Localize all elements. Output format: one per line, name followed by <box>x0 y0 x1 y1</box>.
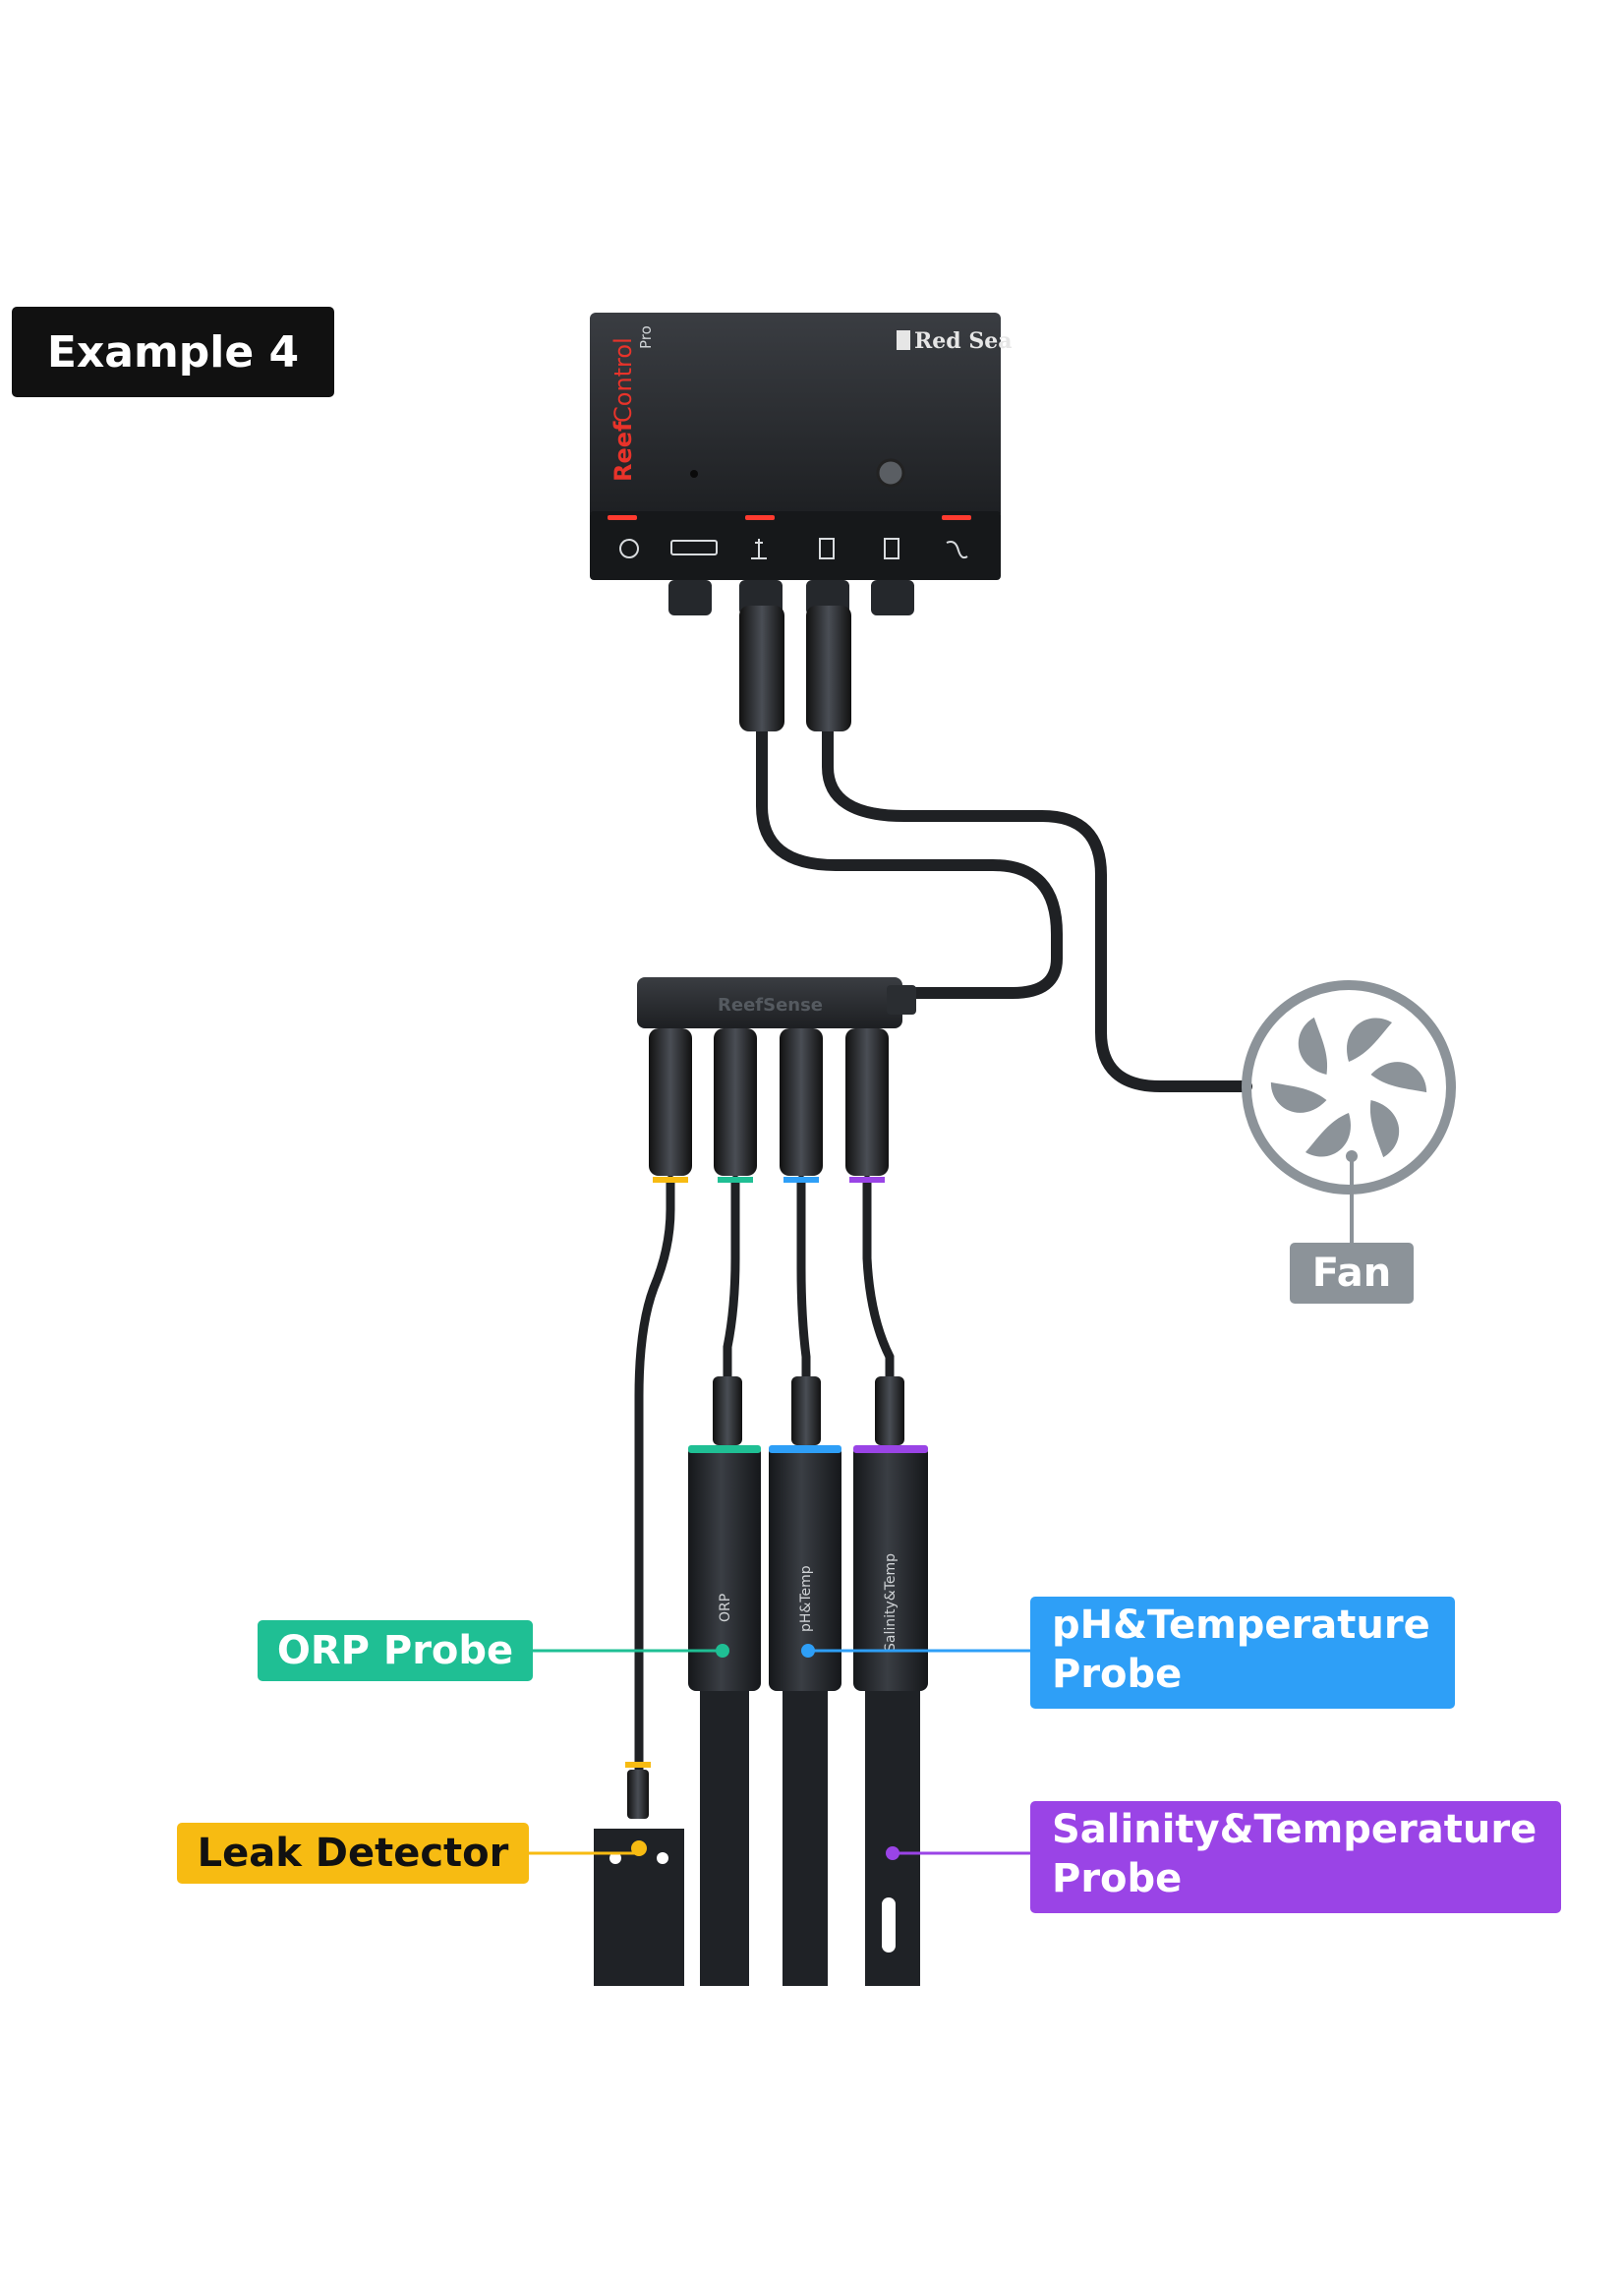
12v-port-2-icon <box>884 538 899 559</box>
reefcontrol-pro-controller: Reef Control Pro Red Sea <box>590 313 1012 731</box>
indicator-leds <box>608 515 971 520</box>
controller-brand-2: Control <box>609 337 637 423</box>
ph-temperature-probe-label: pH&Temperature Probe <box>1030 1597 1455 1709</box>
controller-maker: Red Sea <box>914 328 1012 354</box>
example-badge: Example 4 <box>12 307 334 397</box>
orp-probe-label: ORP Probe <box>258 1620 533 1681</box>
ph-label-line2: Probe <box>1052 1652 1183 1697</box>
cable-sal <box>862 1175 895 1381</box>
ph-probe-text: pH&Temp <box>798 1565 814 1632</box>
button-icon <box>876 458 905 488</box>
cables <box>634 722 1252 1775</box>
probes: ORP pH&Temp Salinity&Temp <box>594 1376 928 1986</box>
ph-label-line1: pH&Temperature <box>1052 1603 1430 1648</box>
controller-plugs <box>739 606 851 731</box>
red-sea-logo-icon <box>897 330 910 350</box>
salinity-label-line2: Probe <box>1052 1856 1183 1901</box>
hub-brand: ReefSense <box>718 995 823 1016</box>
cable-ph <box>796 1175 811 1381</box>
cable-controller-fan <box>822 722 1252 1092</box>
controller-sockets <box>668 580 914 615</box>
temperature-icon <box>619 539 639 558</box>
cable-orp <box>723 1175 740 1381</box>
hub-plugs <box>649 1028 889 1176</box>
orp-probe-text: ORP <box>718 1594 733 1622</box>
controller-brand: Reef <box>609 421 637 482</box>
port-icons <box>619 538 968 559</box>
orp-probe: ORP <box>688 1376 761 1986</box>
fan-label: Fan <box>1290 1243 1414 1304</box>
controller-model: Pro <box>637 325 655 349</box>
leak-detector-label: Leak Detector <box>177 1823 529 1884</box>
reefsense-hub: ReefSense <box>637 977 916 1183</box>
cable-controller-hub <box>756 722 1063 999</box>
dosing-icon <box>751 539 767 559</box>
salinity-temperature-probe-label: Salinity&Temperature Probe <box>1030 1801 1561 1913</box>
leader-lines <box>529 1644 1030 1860</box>
ph-probe: pH&Temp <box>769 1376 841 1986</box>
hub-port-icon <box>670 540 718 555</box>
power-icon <box>946 541 968 559</box>
fan-icon <box>1242 980 1456 1243</box>
salinity-probe: Salinity&Temp <box>853 1376 928 1986</box>
cable-leak <box>634 1175 675 1775</box>
12v-port-1-icon <box>819 538 835 559</box>
leak-detector-device <box>594 1762 684 1986</box>
status-led-icon <box>690 470 698 478</box>
salinity-label-line1: Salinity&Temperature <box>1052 1807 1537 1852</box>
salinity-probe-text: Salinity&Temp <box>883 1553 899 1652</box>
